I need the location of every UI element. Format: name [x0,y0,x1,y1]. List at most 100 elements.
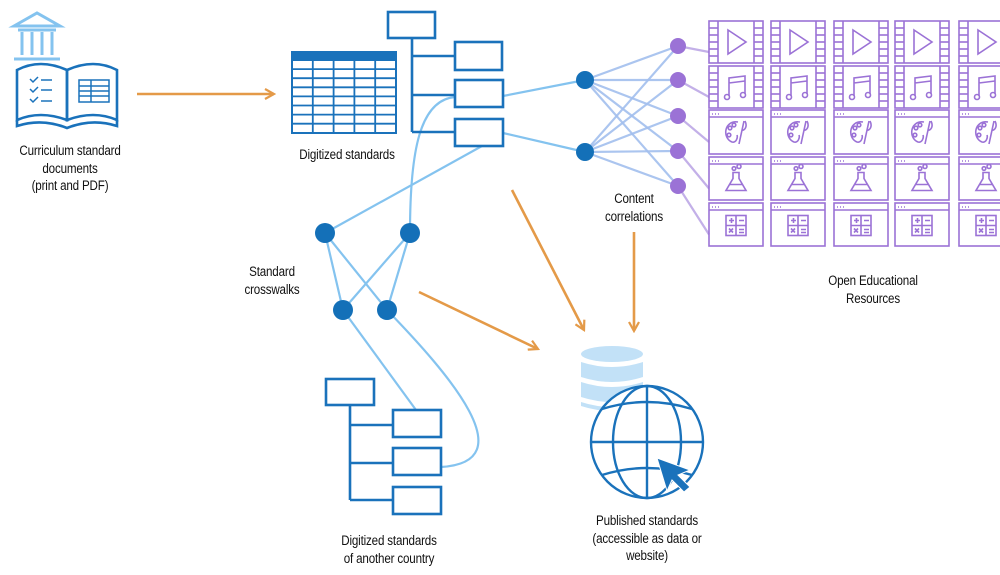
art-palette-icon [911,120,933,145]
music-note-icon [785,75,809,101]
oer-tile [770,109,826,155]
oer-tile [958,20,1000,64]
oer-node [670,38,686,54]
crosswalk-node [333,300,353,320]
label-line: correlations [605,208,663,224]
oer-tile [770,20,826,64]
label-line: Curriculum standard [19,143,121,158]
crosswalk-nodes [315,71,594,320]
art-palette-icon [975,120,997,145]
building-icon [8,11,66,61]
label-line: Resources [846,290,900,306]
oer-link-line [677,185,710,236]
oer-tile [958,156,1000,201]
oer-tile [770,156,826,201]
video-play-icon [977,28,998,56]
correlation-line [584,45,679,153]
crosswalk-node [400,223,420,243]
science-flask-icon [849,163,873,192]
oer-tile [833,65,889,109]
calculator-icon [911,214,933,237]
label-line: (print and PDF) [31,178,109,193]
art-palette-icon [725,120,747,145]
label-line: Digitized standards [299,147,395,162]
science-flask-icon [910,163,934,192]
cursor-icon [656,457,692,493]
oer-link-line [677,150,710,190]
label-other-country: Digitized standards of another country [325,532,454,567]
correlation-line [584,150,679,188]
oer-tile [833,109,889,155]
label-line: (accessible as data or [592,530,702,546]
correlation-node [576,71,594,89]
calculator-icon [975,214,997,237]
oer-tile [894,156,950,201]
label-line: Published standards [596,513,698,528]
video-play-icon [727,28,748,56]
calculator-icon [850,214,872,237]
digitized-standards-tree [386,10,505,148]
oer-tile [833,202,889,247]
music-note-icon [909,75,933,101]
label-line: documents [42,160,98,176]
flow-arrows [137,94,634,349]
video-play-icon [852,28,873,56]
oer-tile [958,109,1000,155]
music-note-icon [723,75,747,101]
other-country-tree [324,377,443,516]
oer-tile [958,202,1000,247]
oer-tile [708,156,764,201]
arrow-digitized-to-published [510,189,584,330]
oer-tile [894,202,950,247]
oer-tile [833,20,889,64]
oer-tile [770,65,826,109]
connector-lines [323,78,586,469]
oer-tile [958,65,1000,109]
oer-tile [708,202,764,247]
oer-tile [894,109,950,155]
oer-tile [708,109,764,155]
oer-tile [833,156,889,201]
correlation-node [576,143,594,161]
oer-tile [770,202,826,247]
video-play-icon [913,28,934,56]
label-digitized-standards: Digitized standards [287,146,407,164]
globe-icon [589,384,705,500]
label-line: crosswalks [244,281,300,297]
oer-nodes [670,38,686,194]
label-source-docs: Curriculum standard documents (print and… [10,142,130,195]
oer-tile [894,20,950,64]
data-table-icon [291,51,397,134]
label-line: Standard [249,264,295,279]
label-line: Content [614,191,654,206]
oer-tile [894,65,950,109]
oer-node [670,178,686,194]
correlation-line [584,114,679,154]
arrow-crosswalks-to-published [418,290,538,349]
correlation-line [584,79,679,153]
video-play-icon [789,28,810,56]
label-line: Digitized standards [341,533,437,548]
oer-grid [708,20,1000,247]
label-line: of another country [343,550,435,566]
label-oer: Open Educational Resources [813,272,933,307]
label-crosswalks: Standard crosswalks [229,263,315,298]
correlation-line [584,44,679,82]
oer-node [670,143,686,159]
crosswalk-node [315,223,335,243]
label-line: Open Educational [828,273,918,288]
label-published: Published standards (accessible as data … [578,512,716,565]
open-book-icon [15,62,119,130]
art-palette-icon [850,120,872,145]
science-flask-icon [724,163,748,192]
label-line: website) [626,548,668,563]
oer-node [670,108,686,124]
oer-tile [708,20,764,64]
calculator-icon [787,214,809,237]
crosswalk-node [377,300,397,320]
music-note-icon [973,75,997,101]
oer-node [670,72,686,88]
oer-tile [708,65,764,109]
science-flask-icon [974,163,998,192]
